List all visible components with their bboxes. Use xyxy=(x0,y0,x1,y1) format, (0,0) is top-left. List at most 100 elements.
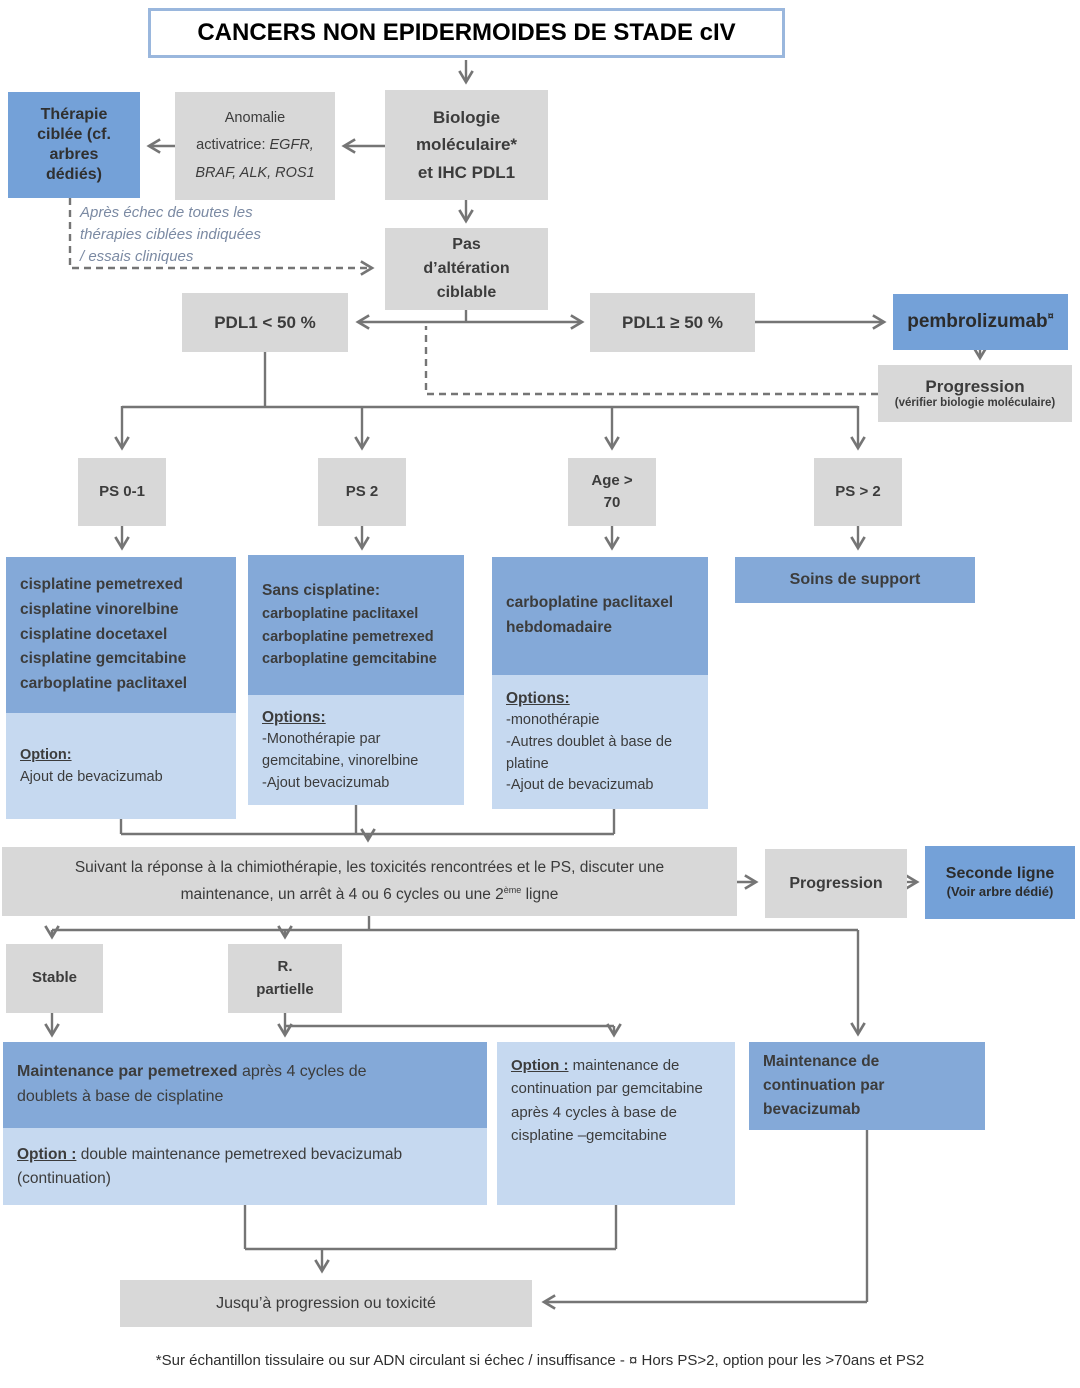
treatment-age70-regimen: carboplatine paclitaxel hebdomadaire xyxy=(492,557,708,675)
option-label: Option : xyxy=(17,1146,77,1164)
rpartielle-line2: partielle xyxy=(256,980,314,998)
node-ps-gt-2: PS > 2 xyxy=(814,458,902,526)
soins-label: Soins de support xyxy=(789,571,921,588)
node-decision-chimiotherapie: Suivant la réponse à la chimiothérapie, … xyxy=(2,847,737,916)
node-pas-alteration-ciblable: Pas d’altération ciblable xyxy=(385,228,548,310)
maintenance-pemetrexed-main: Maintenance par pemetrexed après 4 cycle… xyxy=(3,1042,487,1128)
footnote: *Sur échantillon tissulaire ou sur ADN c… xyxy=(0,1352,1080,1369)
treatment-ps2-header: Sans cisplatine: xyxy=(262,582,381,600)
therapie-line3: arbres xyxy=(49,146,99,163)
age70-line1: Age > xyxy=(591,472,633,490)
option-text: double maintenance pemetrexed bevacizuma… xyxy=(17,1146,403,1187)
pembrolizumab-label: pembrolizumab¤ xyxy=(907,310,1054,334)
decision-line1: Suivant la réponse à la chimiothérapie, … xyxy=(74,859,665,877)
treatment-ps01-regimens: cisplatine pemetrexed cisplatine vinorel… xyxy=(6,557,236,713)
pas-line2: d’altération xyxy=(423,260,510,277)
therapie-line1: Thérapie xyxy=(40,106,108,123)
maintenance-bevacizumab-label: Maintenance de continuation par bevacizu… xyxy=(763,1052,885,1119)
option-text: Ajout de bevacizumab xyxy=(20,769,163,785)
regimen-line: carboplatine paclitaxel xyxy=(20,675,188,693)
maintenance-pemetrexed-rest: après 4 cycles de doublets à base de cis… xyxy=(17,1063,367,1105)
pembrolizumab-sup: ¤ xyxy=(1047,310,1054,323)
dashed-note-line3: / essais cliniques xyxy=(80,247,194,265)
treatment-ps2-regimens: Sans cisplatine: carboplatine paclitaxel… xyxy=(248,555,464,695)
node-seconde-ligne: Seconde ligne (Voir arbre dédié) xyxy=(925,846,1075,919)
node-pdl1-lt-50: PDL1 < 50 % xyxy=(182,293,348,352)
biologie-line3: et IHC PDL1 xyxy=(417,162,516,182)
node-treatment-ps2: Sans cisplatine: carboplatine paclitaxel… xyxy=(248,555,464,805)
option-text: maintenance de continuation par gemcitab… xyxy=(511,1057,703,1144)
regimen-line: cisplatine vinorelbine xyxy=(20,600,179,618)
treatment-ps2-options: Options: -Monothérapie par gemcitabine, … xyxy=(248,695,464,805)
treatment-age70-options: Options: -monothérapie -Autres doublet à… xyxy=(492,675,708,809)
maintenance-gemcitabine-text: Option : maintenance de continuation par… xyxy=(511,1054,721,1147)
node-therapie-ciblee: Thérapie ciblée (cf. arbres dédiés) xyxy=(8,92,140,198)
regimen-line: carboplatine paclitaxel xyxy=(262,606,419,623)
node-maintenance-pemetrexed: Maintenance par pemetrexed après 4 cycle… xyxy=(3,1042,487,1205)
pembrolizumab-text: pembrolizumab xyxy=(907,311,1048,333)
regimen-line: carboplatine gemcitabine xyxy=(262,651,437,668)
option-line: -Ajout bevacizumab xyxy=(262,774,390,791)
pas-line1: Pas xyxy=(452,236,481,253)
anomalie-line2-pre: activatrice: xyxy=(196,137,270,154)
node-age-over-70: Age > 70 xyxy=(568,458,656,526)
anomalie-line2-genes: EGFR, xyxy=(269,137,314,154)
node-biologie-moleculaire: Biologie moléculaire* et IHC PDL1 xyxy=(385,90,548,200)
anomalie-line1: Anomalie xyxy=(224,109,286,126)
node-treatment-ps01: cisplatine pemetrexed cisplatine vinorel… xyxy=(6,557,236,819)
node-progression: Progression xyxy=(765,849,907,918)
node-stable: Stable xyxy=(6,944,103,1013)
dashed-note-line1: Après échec de toutes les xyxy=(80,204,253,221)
seconde-ligne-title: Seconde ligne xyxy=(945,865,1055,883)
node-ps-0-1: PS 0-1 xyxy=(78,458,166,526)
progression-label: Progression xyxy=(789,874,883,892)
biologie-line1: Biologie xyxy=(432,108,501,128)
option-label: Option: xyxy=(20,746,72,763)
regimen-line: cisplatine docetaxel xyxy=(20,625,168,643)
regimen-line: cisplatine pemetrexed xyxy=(20,576,183,593)
options-label: Options: xyxy=(506,689,570,707)
progression-check-sub: (vérifier biologie moléculaire) xyxy=(894,397,1056,410)
decision-line2: maintenance, un arrêt à 4 ou 6 cycles ou… xyxy=(181,882,559,908)
biologie-line2: moléculaire* xyxy=(415,135,518,155)
maintenance-pemetrexed-text: Maintenance par pemetrexed après 4 cycle… xyxy=(17,1060,417,1110)
node-progression-verifier: Progression (vérifier biologie moléculai… xyxy=(878,365,1072,422)
rpartielle-line1: R. xyxy=(277,958,293,975)
pdl1-lt-label: PDL1 < 50 % xyxy=(214,312,316,332)
node-ps-2: PS 2 xyxy=(318,458,406,526)
node-pdl1-ge-50: PDL1 ≥ 50 % xyxy=(590,293,755,352)
node-jusqua-progression: Jusqu’à progression ou toxicité xyxy=(120,1280,532,1327)
footnote-text: *Sur échantillon tissulaire ou sur ADN c… xyxy=(155,1352,925,1369)
decision-line2-pre: maintenance, un arrêt à 4 ou 6 cycles ou… xyxy=(180,885,504,903)
options-label: Options: xyxy=(262,708,326,726)
anomalie-line3-genes: BRAF, ALK, ROS1 xyxy=(195,164,315,181)
pas-line3: ciblable xyxy=(436,284,497,301)
page-title: CANCERS NON EPIDERMOIDES DE STADE cIV xyxy=(148,8,785,58)
maintenance-pemetrexed-option-text: Option : double maintenance pemetrexed b… xyxy=(17,1143,473,1190)
pdl1-ge-label: PDL1 ≥ 50 % xyxy=(622,312,723,332)
option-line: -monothérapie xyxy=(506,712,600,729)
until-label: Jusqu’à progression ou toxicité xyxy=(216,1294,436,1312)
progression-check-title: Progression xyxy=(925,376,1025,396)
anomalie-line2: activatrice: EGFR, xyxy=(196,132,314,160)
option-line: -Monothérapie par gemcitabine, vinorelbi… xyxy=(262,731,419,769)
page-title-text: CANCERS NON EPIDERMOIDES DE STADE cIV xyxy=(197,19,736,46)
maintenance-pemetrexed-bold: Maintenance par pemetrexed xyxy=(17,1063,238,1081)
therapie-line2: ciblée (cf. xyxy=(37,126,111,143)
dashed-note-text: Après échec de toutes les thérapies cibl… xyxy=(80,202,310,267)
dashed-note-line2: thérapies ciblées indiquées xyxy=(80,225,261,243)
stable-label: Stable xyxy=(31,969,77,987)
treatment-ps01-option: Option: Ajout de bevacizumab xyxy=(6,713,236,819)
node-treatment-age70: carboplatine paclitaxel hebdomadaire Opt… xyxy=(492,557,708,809)
ps01-label: PS 0-1 xyxy=(99,482,145,500)
node-pembrolizumab: pembrolizumab¤ xyxy=(893,294,1068,350)
node-maintenance-bevacizumab: Maintenance de continuation par bevacizu… xyxy=(749,1042,985,1130)
decision-line2-post: ligne xyxy=(521,885,559,903)
regimen-line: carboplatine pemetrexed xyxy=(262,628,434,645)
regimen-line: cisplatine gemcitabine xyxy=(20,650,187,668)
node-reponse-partielle: R. partielle xyxy=(228,944,342,1013)
option-line: -Ajout de bevacizumab xyxy=(506,777,654,794)
maintenance-pemetrexed-option: Option : double maintenance pemetrexed b… xyxy=(3,1128,487,1205)
decision-line2-sup: ème xyxy=(503,884,522,895)
